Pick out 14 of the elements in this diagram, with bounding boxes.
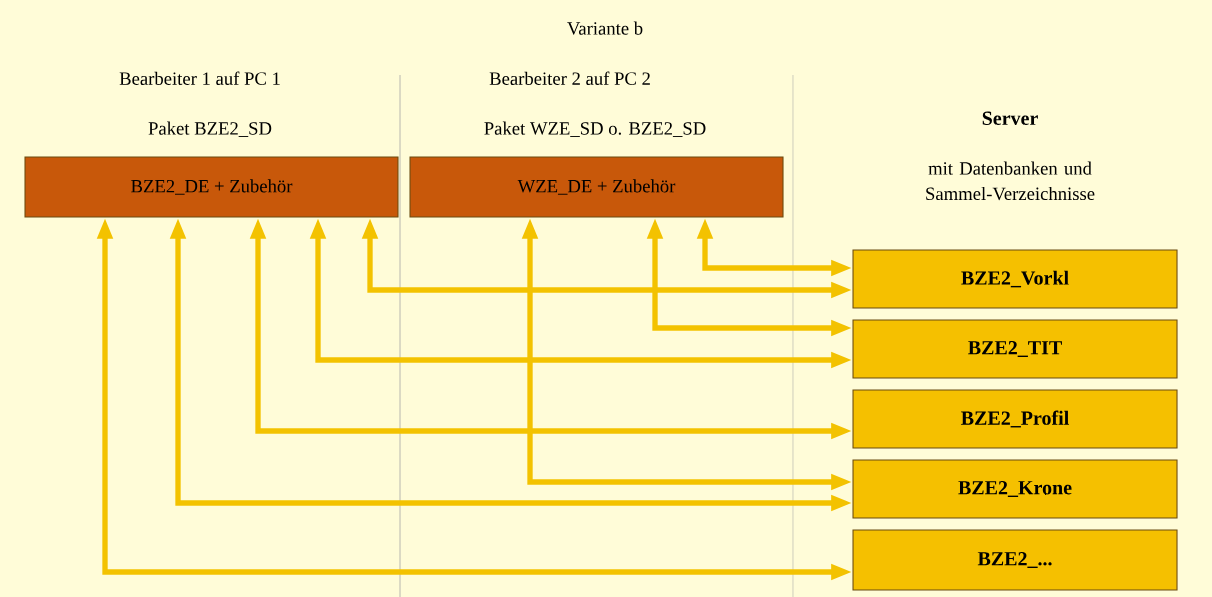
heading: Variante b (567, 21, 643, 35)
process-box: WZE_DE + Zubehör (409, 156, 784, 218)
database-box: BZE2_Krone (852, 459, 1178, 519)
heading: Server (982, 111, 1038, 126)
heading: Paket WZE_SD o. BZE2_SD (484, 121, 706, 137)
description: mit Datenbanken und Sammel-Verzeichnisse (926, 161, 1095, 201)
heading: Bearbeiter 2 auf PC 2 (489, 71, 650, 85)
heading: Paket BZE2_SD (148, 121, 272, 137)
process-box: BZE2_DE + Zubehör (24, 156, 399, 218)
database-box: BZE2_TIT (852, 319, 1178, 379)
database-box: BZE2_Vorkl (852, 249, 1178, 309)
database-box: BZE2_... (852, 529, 1178, 591)
heading: Bearbeiter 1 auf PC 1 (119, 71, 280, 85)
database-box: BZE2_Profil (852, 389, 1178, 449)
